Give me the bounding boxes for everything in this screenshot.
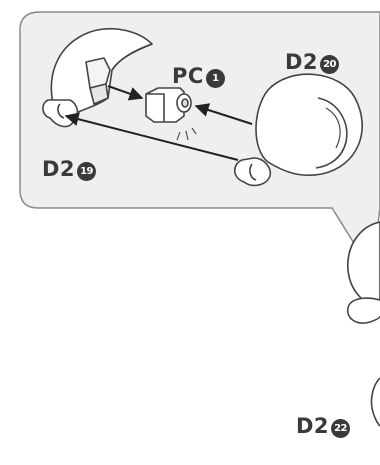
label-pc1-text: PC xyxy=(172,64,204,88)
label-d2-19-text: D2 xyxy=(42,157,76,181)
dome-head-part xyxy=(233,73,363,187)
arrow-helmet-to-polycap xyxy=(107,85,144,101)
label-d2-22-text: D2 xyxy=(296,414,330,438)
circled-number-icon: 20 xyxy=(320,55,340,74)
polycap-part xyxy=(145,87,197,141)
circled-number-icon: 1 xyxy=(205,69,225,88)
label-d2-20-text: D2 xyxy=(285,50,319,74)
lower-cropped-part xyxy=(370,377,380,427)
arrow-dome-to-polycap xyxy=(194,103,253,125)
circled-number-icon: 22 xyxy=(331,419,351,438)
circled-number-icon: 19 xyxy=(77,162,97,181)
lower-dome-part xyxy=(346,221,380,324)
arrow-dome-to-helmet xyxy=(64,112,239,161)
